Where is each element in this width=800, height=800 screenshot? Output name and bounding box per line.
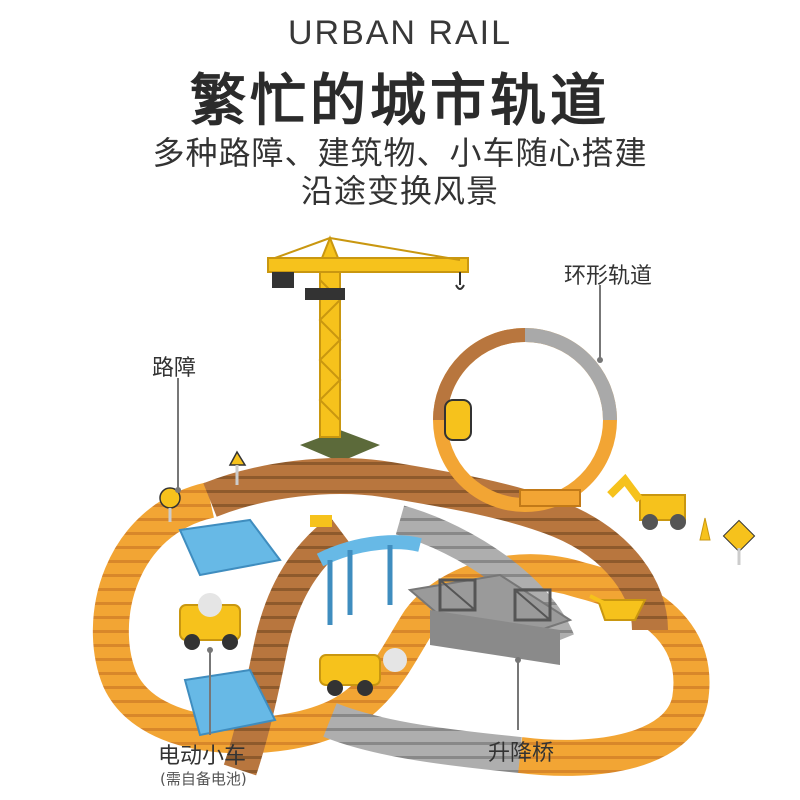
subtitle-line-2: 沿途变换风景 — [300, 172, 499, 210]
excavator-toy — [607, 473, 686, 530]
chinese-title: 繁忙的城市轨道 — [190, 69, 610, 134]
callout-electric-car: 电动小车 — [158, 744, 247, 769]
callout-loop-track: 环形轨道 — [564, 264, 653, 289]
english-title: URBAN RAIL — [287, 14, 513, 52]
electric-car-2 — [319, 648, 407, 696]
electric-car-1 — [179, 593, 241, 650]
subtitle-line-1: 多种路障、建筑物、小车随心搭建 — [152, 134, 648, 172]
callout-lift-bridge: 升降桥 — [488, 741, 555, 766]
loop-track — [433, 328, 617, 512]
blue-bridge — [316, 535, 422, 625]
lift-bridge — [407, 573, 573, 665]
callout-battery-note: (需自备电池) — [160, 770, 247, 788]
roadblock-signs — [159, 450, 756, 565]
callout-roadblock: 路障 — [152, 356, 197, 381]
wheelbarrow-toy — [589, 594, 647, 621]
tower-crane — [267, 235, 469, 462]
